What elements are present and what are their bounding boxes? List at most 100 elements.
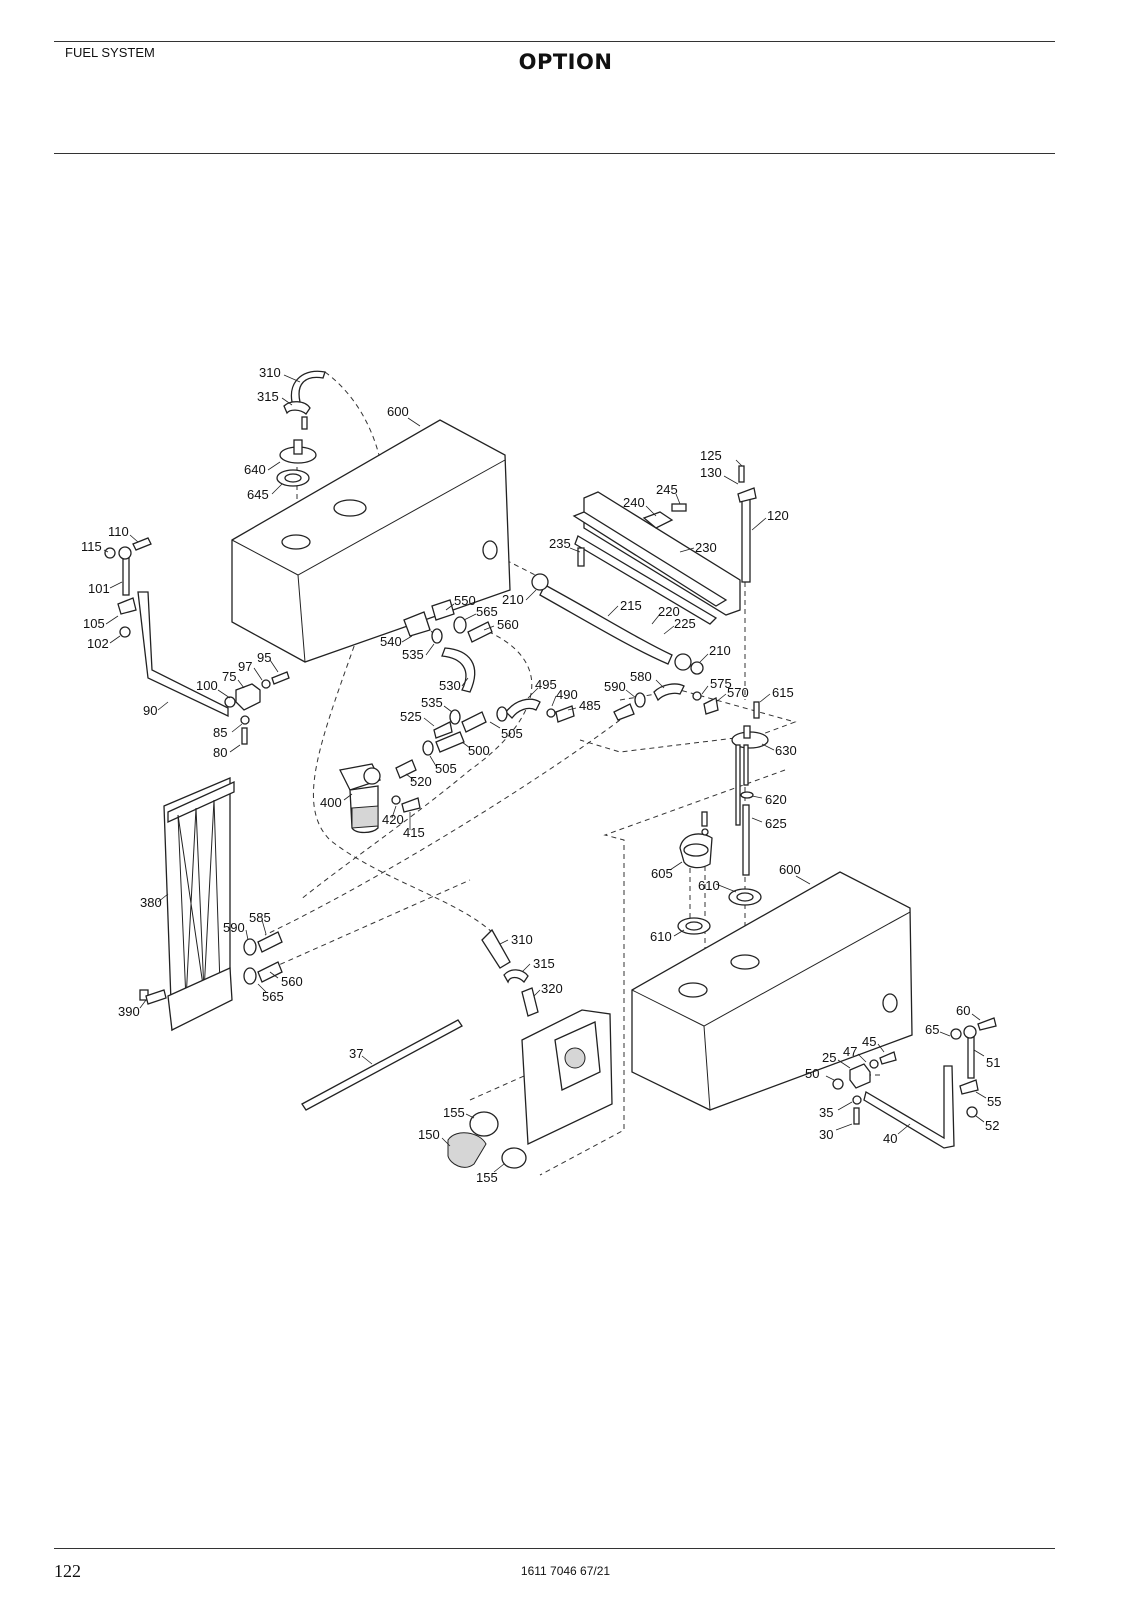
callout: 485 [579, 698, 601, 713]
callout: 80 [213, 745, 227, 760]
level-sender [731, 725, 769, 876]
callout: 220 [658, 604, 680, 619]
fuel-gauge-tube [737, 465, 757, 583]
callout: 65 [925, 1022, 939, 1037]
callout: 645 [247, 487, 269, 502]
callout: 315 [257, 389, 279, 404]
callout-labels: 310 315 600 640 645 110 115 101 105 102 … [81, 365, 1001, 1185]
callout: 155 [443, 1105, 465, 1120]
callout: 310 [259, 365, 281, 380]
header-bottom-rule [54, 153, 1055, 154]
callout: 540 [380, 634, 402, 649]
callout: 580 [630, 669, 652, 684]
callout: 315 [533, 956, 555, 971]
callout: 30 [819, 1127, 833, 1142]
callout: 600 [387, 404, 409, 419]
lower-fuel-tank [631, 871, 913, 1111]
callout: 620 [765, 792, 787, 807]
heat-shield-380 [139, 777, 235, 1032]
callout: 600 [779, 862, 801, 877]
fuel-filter [339, 763, 421, 834]
callout: 210 [502, 592, 524, 607]
callout: 95 [257, 650, 271, 665]
callout: 570 [727, 685, 749, 700]
callout: 60 [956, 1003, 970, 1018]
callout: 45 [862, 1034, 876, 1049]
upper-fuel-tank [231, 419, 511, 663]
callout: 535 [402, 647, 424, 662]
callout: 225 [674, 616, 696, 631]
callout: 210 [709, 643, 731, 658]
callout: 75 [222, 669, 236, 684]
callout: 105 [83, 616, 105, 631]
frame-plate [521, 1009, 613, 1146]
document-number: 1611 7046 67/21 [520, 1564, 611, 1578]
callout: 120 [767, 508, 789, 523]
callout: 125 [700, 448, 722, 463]
callout: 100 [196, 678, 218, 693]
callout: 235 [549, 536, 571, 551]
callout: 605 [651, 866, 673, 881]
callout: 610 [698, 878, 720, 893]
callout: 97 [238, 659, 252, 674]
callout: 505 [501, 726, 523, 741]
callout: 90 [143, 703, 157, 718]
callout: 505 [435, 761, 457, 776]
callout: 640 [244, 462, 266, 477]
callout: 610 [650, 929, 672, 944]
callout: 530 [439, 678, 461, 693]
callout: 615 [772, 685, 794, 700]
page-title: OPTION [518, 50, 613, 74]
breather-elbow [679, 811, 713, 869]
upper-fittings [403, 599, 493, 693]
sender-flange [276, 370, 326, 487]
callout: 115 [81, 539, 102, 554]
callout: 535 [421, 695, 443, 710]
gaskets-610 [677, 888, 762, 935]
callout: 25 [822, 1050, 836, 1065]
callout: 565 [476, 604, 498, 619]
callout: 215 [620, 598, 642, 613]
header-top-rule [54, 41, 1055, 42]
callout: 230 [695, 540, 717, 555]
callout: 150 [418, 1127, 440, 1142]
callout: 245 [656, 482, 678, 497]
callout: 380 [140, 895, 162, 910]
callout: 550 [454, 593, 476, 608]
callout: 52 [985, 1118, 999, 1133]
callout: 40 [883, 1131, 897, 1146]
callout: 390 [118, 1004, 140, 1019]
callout: 50 [805, 1066, 819, 1081]
callout: 520 [410, 774, 432, 789]
callout: 590 [604, 679, 626, 694]
section-label: FUEL SYSTEM [65, 45, 155, 60]
callout: 240 [623, 495, 645, 510]
callout: 560 [497, 617, 519, 632]
callout: 625 [765, 816, 787, 831]
callout: 320 [541, 981, 563, 996]
callout: 415 [403, 825, 425, 840]
callout: 101 [88, 581, 110, 596]
callout: 102 [87, 636, 109, 651]
callout: 110 [108, 524, 129, 539]
callout: 565 [262, 989, 284, 1004]
callout: 130 [700, 465, 722, 480]
mounting-bracket [572, 491, 741, 625]
callout: 35 [819, 1105, 833, 1120]
callout: 495 [535, 677, 557, 692]
callout: 575 [710, 676, 732, 691]
callout: 490 [556, 687, 578, 702]
lower-hose [481, 928, 539, 1017]
callout: 590 [223, 920, 245, 935]
callout: 560 [281, 974, 303, 989]
callout: 55 [987, 1094, 1001, 1109]
callout: 585 [249, 910, 271, 925]
callout: 630 [775, 743, 797, 758]
callout: 51 [986, 1055, 1000, 1070]
footer-rule [54, 1548, 1055, 1549]
callout: 420 [382, 812, 404, 827]
callout: 525 [400, 709, 422, 724]
callout: 85 [213, 725, 227, 740]
fuel-hose-215 [531, 573, 704, 675]
